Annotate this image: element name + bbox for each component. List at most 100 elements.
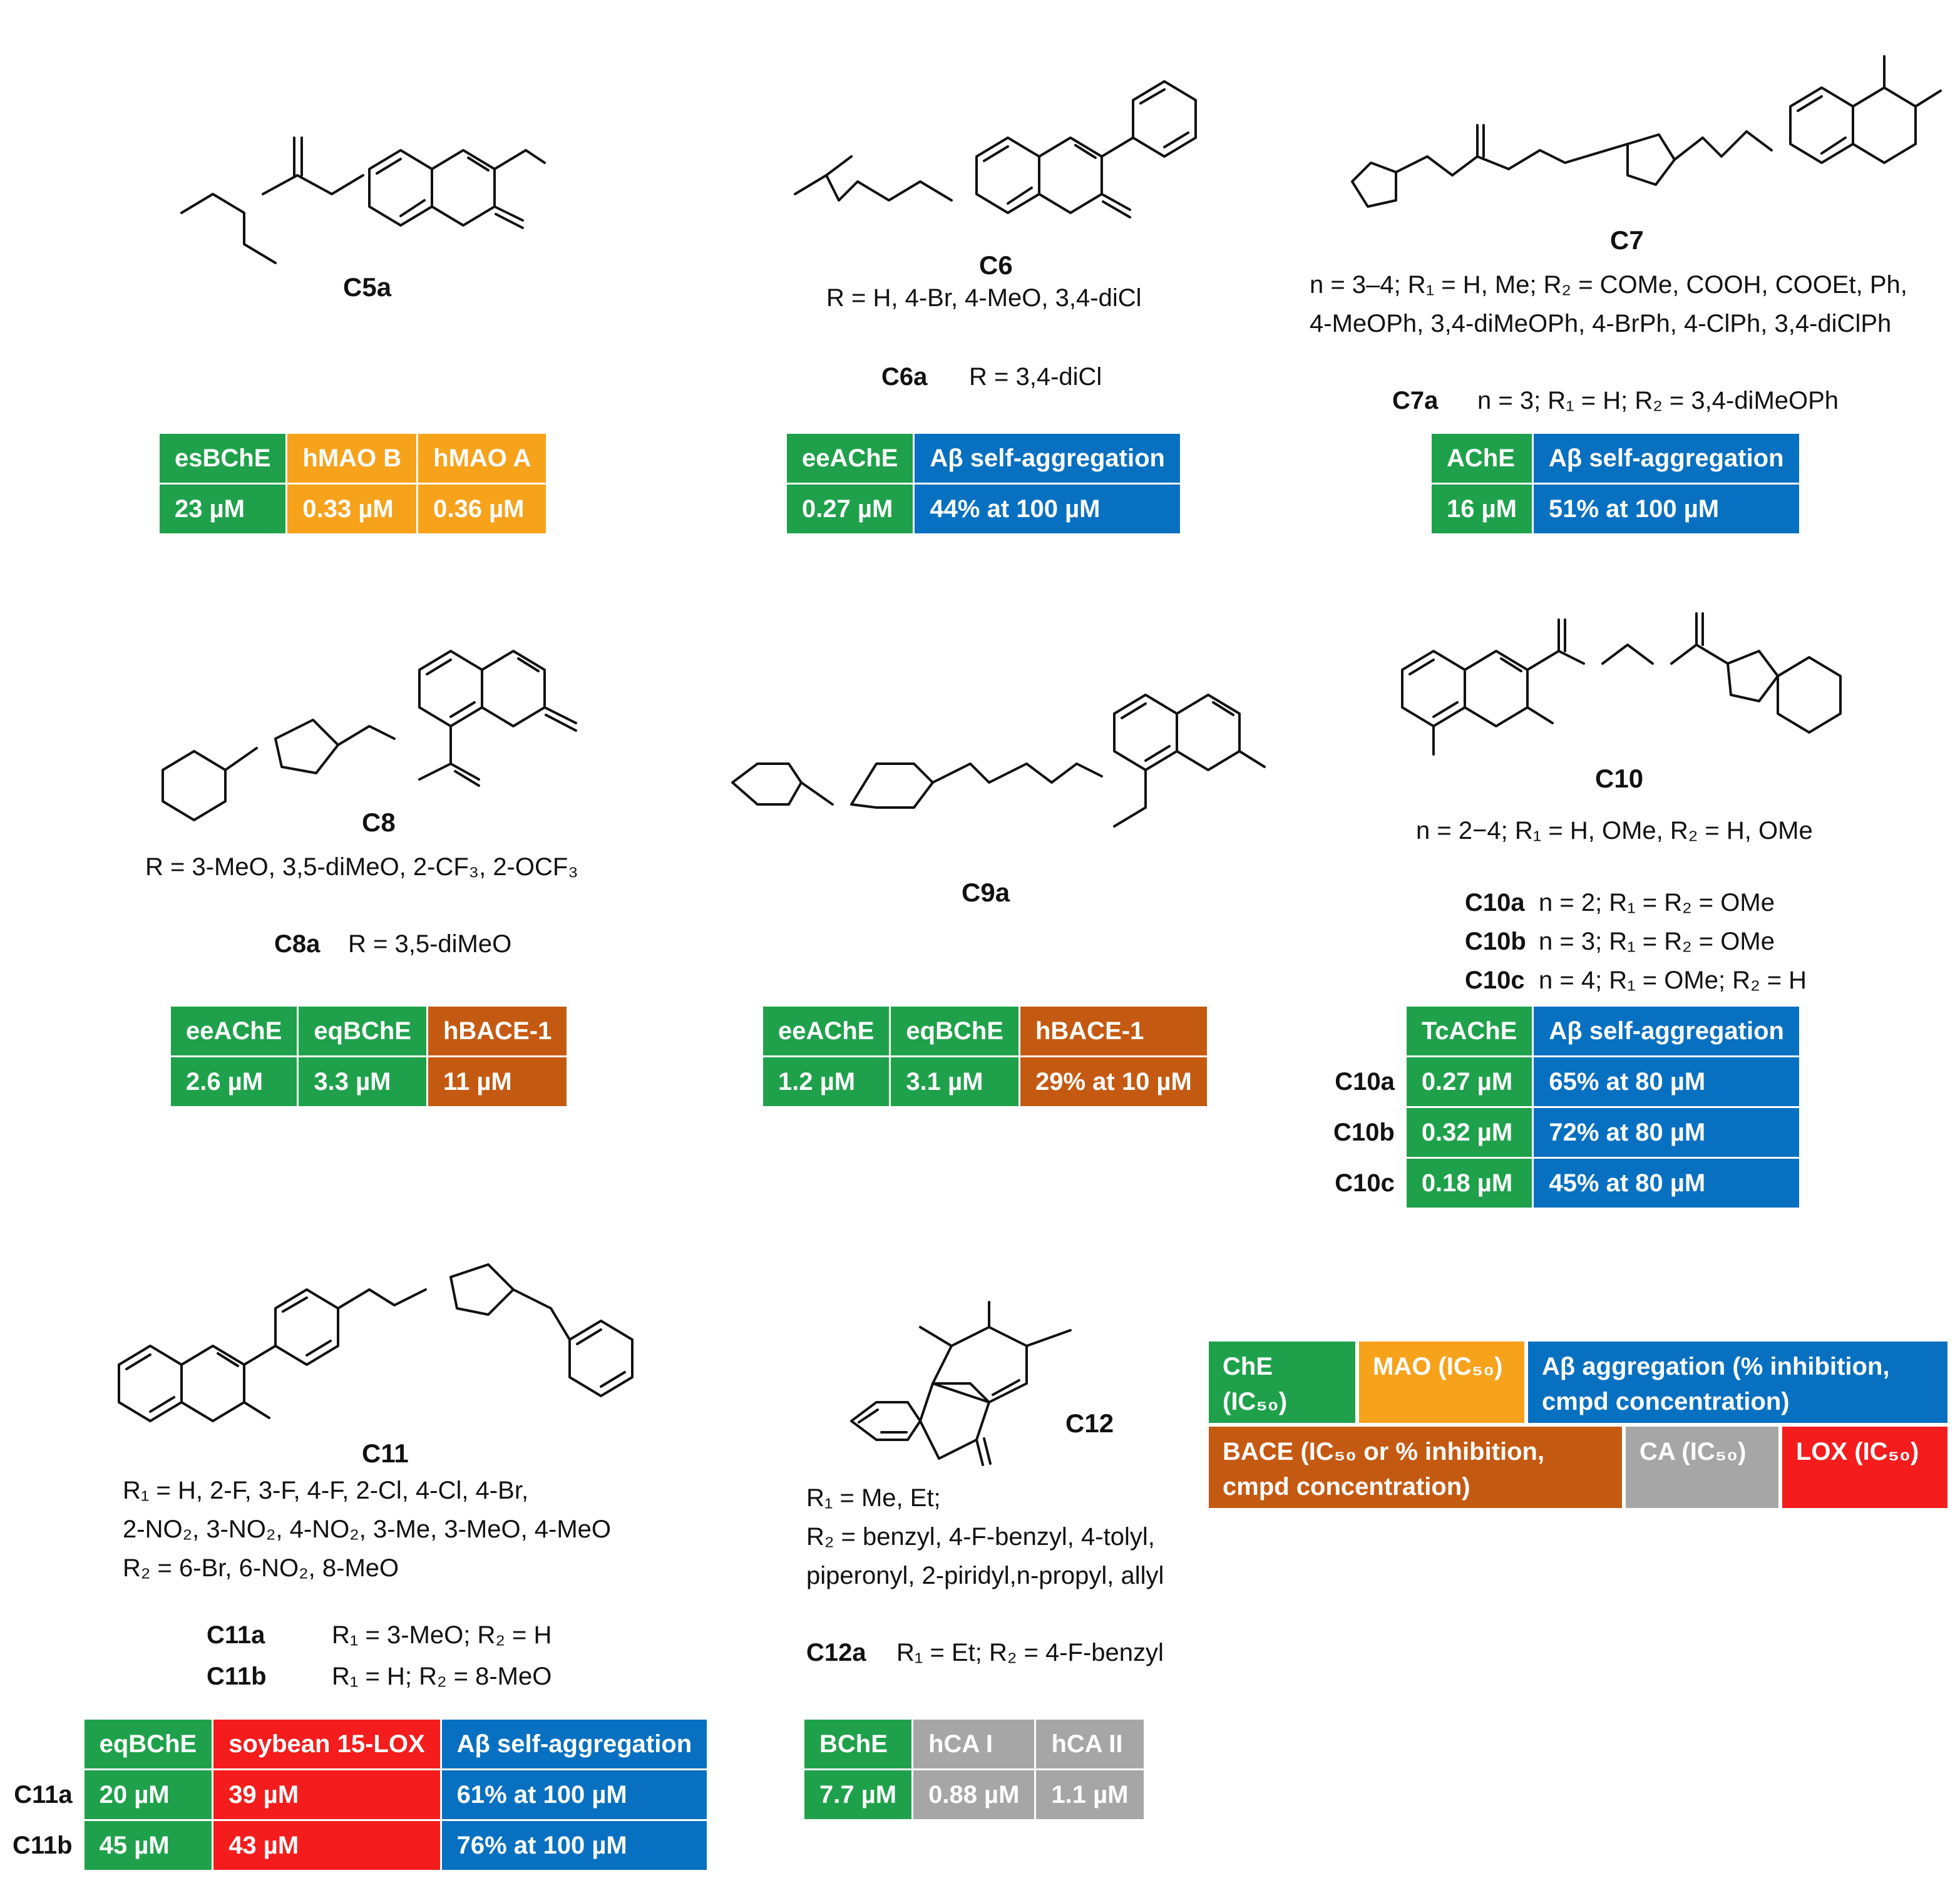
c8-r-line: R = 3-MeO, 3,5-diMeO, 2-CF₃, 2-OCF₃: [145, 853, 578, 881]
c5a-header-esbche: esBChE: [157, 432, 288, 485]
c10a-variant-line: C10a n = 2; R₁ = R₂ = OMe: [1465, 889, 1775, 917]
c8a-header-eqbche: eqBChE: [297, 1005, 428, 1057]
c6-name: C6: [979, 250, 1013, 280]
c6a-activity-table: eeAChE Aβ self-aggregation 0.27 µM 44% a…: [784, 432, 1182, 535]
c12a-value-bche: 7.7 µM: [802, 1768, 914, 1821]
c8a-activity-table: eeAChE eqBChE hBACE-1 2.6 µM 3.3 µM 11 µ…: [168, 1005, 569, 1108]
c11b-variant-line: C11b R₁ = H; R₂ = 8-MeO: [207, 1663, 552, 1691]
c12a-desc: R₁ = Et; R₂ = 4-F-benzyl: [896, 1639, 1164, 1666]
c5a-value-hmaoa: 0.36 µM: [416, 483, 548, 535]
c8a-header-eeache: eeAChE: [168, 1005, 299, 1057]
c11-desc-line-2: 2-NO₂, 3-NO₂, 4-NO₂, 3-Me, 3-MeO, 4-MeO: [123, 1516, 612, 1543]
c11a-value-lox: 39 µM: [212, 1768, 442, 1821]
c11a-value-eqbche: 20 µM: [82, 1768, 214, 1821]
c9a-structure: [726, 694, 1277, 858]
c10c-value-abeta: 45% at 80 µM: [1532, 1157, 1801, 1209]
c10-r-line: n = 2−4; R₁ = H, OMe, R₂ = H, OMe: [1416, 817, 1813, 844]
c12a-header-hca1: hCA I: [911, 1718, 1037, 1770]
table-row: C11b 45 µM 43 µM 76% at 100 µM: [13, 1819, 709, 1872]
c11-desc-line-3: R₂ = 6-Br, 6-NO₂, 8-MeO: [123, 1554, 399, 1582]
c10-activity-table: TcAChE Aβ self-aggregation C10a 0.27 µM …: [1333, 1005, 1801, 1209]
c9a-value-hbace1: 29% at 10 µM: [1018, 1055, 1209, 1108]
c6a-header-abeta: Aβ self-aggregation: [913, 432, 1182, 485]
c11-header-lox: soybean 15-LOX: [212, 1718, 442, 1770]
c5a-name: C5a: [343, 272, 392, 302]
c5a-header-hmaob: hMAO B: [285, 432, 419, 485]
c10-row-label: C10b: [1333, 1107, 1406, 1158]
c5a-activity-table: esBChE hMAO B hMAO A 23 µM 0.33 µM 0.36 …: [157, 432, 548, 535]
c7-name: C7: [1610, 225, 1644, 255]
c10c-variant-line: C10c n = 4; R₁ = OMe; R₂ = H: [1465, 967, 1807, 995]
table-row: C11a 20 µM 39 µM 61% at 100 µM: [13, 1768, 709, 1821]
c11-activity-table: eqBChE soybean 15-LOX Aβ self-aggregatio…: [13, 1718, 709, 1872]
c9a-value-eqbche: 3.1 µM: [889, 1055, 1020, 1108]
c5a-value-esbche: 23 µM: [157, 483, 288, 535]
c6a-value-eeache: 0.27 µM: [784, 483, 915, 535]
c10-row-label: C10a: [1333, 1056, 1406, 1107]
legend-abeta: Aβ aggregation (% inhibition, cmpd conce…: [1526, 1340, 1949, 1425]
c12a-value-hca2: 1.1 µM: [1034, 1768, 1146, 1821]
c11b-value-abeta: 76% at 100 µM: [439, 1819, 709, 1872]
c5a-structure: [163, 113, 613, 276]
c7a-value-abeta: 51% at 100 µM: [1531, 483, 1801, 535]
table-row: C10c 0.18 µM 45% at 80 µM: [1333, 1157, 1801, 1209]
c10c-desc: n = 4; R₁ = OMe; R₂ = H: [1539, 967, 1807, 994]
c9a-header-eeache: eeAChE: [761, 1005, 891, 1057]
c11-desc-line-1: R₁ = H, 2-F, 3-F, 4-F, 2-Cl, 4-Cl, 4-Br,: [123, 1477, 529, 1504]
c10-name: C10: [1595, 764, 1644, 793]
c5a-value-hmaob: 0.33 µM: [285, 483, 419, 535]
c11-header-eqbche: eqBChE: [82, 1718, 214, 1770]
c6-r-line: R = H, 4-Br, 4-MeO, 3,4-diCl: [826, 284, 1142, 312]
c12a-header-hca2: hCA II: [1034, 1718, 1146, 1770]
c5a-header-hmaoa: hMAO A: [416, 432, 548, 485]
c9a-name: C9a: [962, 878, 1010, 907]
c12-desc-line-2: R₂ = benzyl, 4-F-benzyl, 4-tolyl,: [806, 1523, 1155, 1551]
c9a-header-hbace1: hBACE-1: [1018, 1005, 1209, 1057]
c11b-value-lox: 43 µM: [212, 1819, 442, 1872]
c8a-name: C8a: [274, 930, 321, 958]
c11-header-abeta: Aβ self-aggregation: [439, 1718, 709, 1770]
c8a-desc: R = 3,5-diMeO: [348, 930, 512, 958]
c6-structure: [789, 25, 1214, 238]
c10b-name: C10b: [1465, 928, 1526, 955]
c7a-desc: n = 3; R₁ = H; R₂ = 3,4-diMeOPh: [1477, 387, 1839, 414]
c6a-desc: R = 3,4-diCl: [969, 363, 1102, 391]
c9a-value-eeache: 1.2 µM: [761, 1055, 891, 1108]
c12a-activity-table: BChE hCA I hCA II 7.7 µM 0.88 µM 1.1 µM: [802, 1718, 1146, 1821]
table-row: C10b 0.32 µM 72% at 80 µM: [1333, 1106, 1801, 1159]
c10a-desc: n = 2; R₁ = R₂ = OMe: [1539, 889, 1775, 916]
c7-desc-line-2: 4-MeOPh, 3,4-diMeOPh, 4-BrPh, 4-ClPh, 3,…: [1310, 310, 1892, 337]
c8a-value-eeache: 2.6 µM: [168, 1055, 299, 1108]
c10b-value-abeta: 72% at 80 µM: [1532, 1106, 1801, 1159]
c12-structure: [826, 1277, 1152, 1490]
c10a-value-tcache: 0.27 µM: [1404, 1055, 1534, 1108]
c12-name: C12: [1065, 1408, 1114, 1438]
c7-desc-line-1: n = 3–4; R₁ = H, Me; R₂ = COMe, COOH, CO…: [1310, 271, 1907, 299]
color-legend: ChE (IC₅₀) MAO (IC₅₀) Aβ aggregation (% …: [1207, 1340, 1949, 1510]
c11b-name: C11b: [207, 1663, 267, 1690]
c11b-desc: R₁ = H; R₂ = 8-MeO: [332, 1663, 552, 1690]
c9a-activity-table: eeAChE eqBChE hBACE-1 1.2 µM 3.1 µM 29% …: [761, 1005, 1209, 1108]
c11-row-label: C11a: [13, 1769, 84, 1820]
c11-name: C11: [362, 1439, 409, 1468]
legend-mao: MAO (IC₅₀): [1357, 1340, 1526, 1425]
c7a-header-ache: AChE: [1430, 432, 1534, 485]
c12a-header-bche: BChE: [802, 1718, 914, 1770]
c10a-name: C10a: [1465, 889, 1525, 916]
c10-header-abeta: Aβ self-aggregation: [1532, 1005, 1801, 1057]
c12-desc-line-1: R₁ = Me, Et;: [806, 1484, 941, 1512]
c11a-desc: R₁ = 3-MeO; R₂ = H: [332, 1621, 552, 1649]
c10c-name: C10c: [1465, 967, 1525, 994]
c6a-value-abeta: 44% at 100 µM: [913, 483, 1182, 535]
c7a-header-abeta: Aβ self-aggregation: [1531, 432, 1801, 485]
c8a-value-hbace1: 11 µM: [426, 1055, 569, 1108]
c11b-value-eqbche: 45 µM: [82, 1819, 214, 1872]
c7-desc: n = 3–4; R₁ = H, Me; R₂ = COMe, COOH, CO…: [1310, 265, 1907, 343]
c10-row-label: C10c: [1333, 1157, 1406, 1209]
c10b-value-tcache: 0.32 µM: [1404, 1106, 1534, 1159]
c12a-name: C12a: [806, 1639, 866, 1666]
c11-structure: [88, 1252, 701, 1440]
